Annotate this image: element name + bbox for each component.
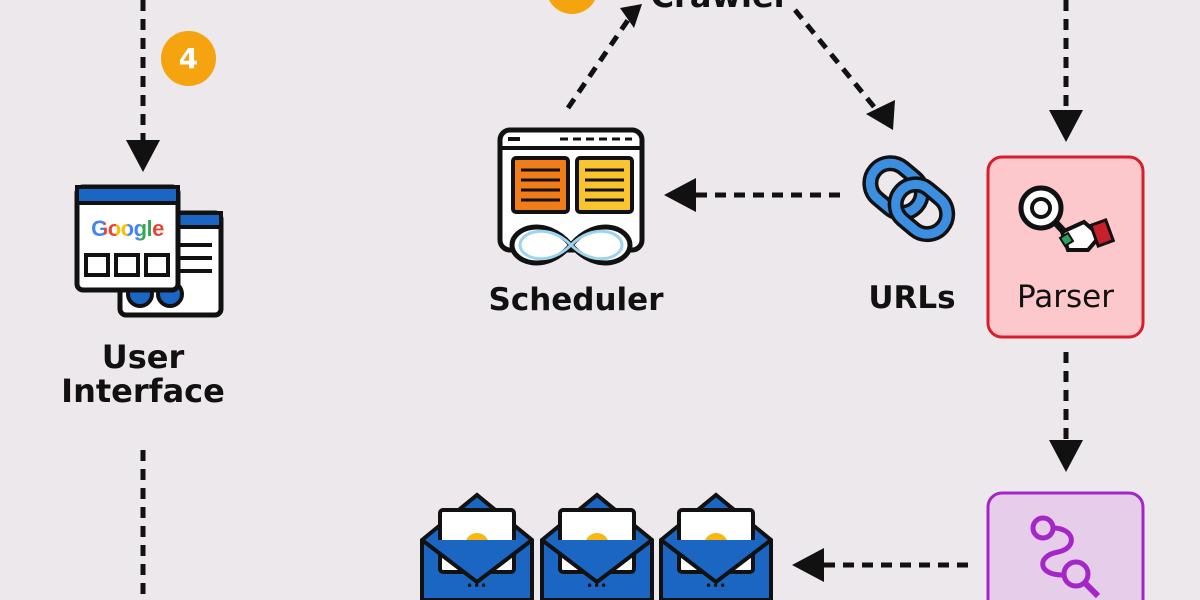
arrowhead-ui <box>126 140 160 172</box>
google-logo: Google <box>80 216 175 242</box>
magnifier-hand-icon <box>1018 185 1116 252</box>
step-badge-4: 4 <box>161 31 216 86</box>
arrowhead-urls <box>866 100 895 130</box>
scheduler-window-icon <box>497 127 645 266</box>
user-interface-label-line1: User <box>101 338 185 376</box>
google-logo-text: Google <box>91 216 164 241</box>
svg-text:•••: ••• <box>466 579 487 593</box>
arrowhead-box <box>1049 440 1083 472</box>
step-badge-partial <box>546 0 598 14</box>
scheduler-label: Scheduler <box>488 282 664 318</box>
envelope-letter-icon: ••• ••• ••• <box>420 492 773 600</box>
arrow-crawler-to-urls <box>793 8 877 110</box>
route-path-icon <box>1030 515 1101 599</box>
arrowhead-scheduler <box>664 178 696 212</box>
browser-windows-icon <box>74 184 224 318</box>
user-interface-label: User Interface <box>40 340 246 408</box>
svg-text:•••: ••• <box>705 579 726 593</box>
arrowhead-crawler <box>620 4 642 28</box>
arrowhead-documents <box>792 548 824 582</box>
chain-link-icon <box>862 155 956 243</box>
arrowhead-parser <box>1049 110 1083 142</box>
urls-label: URLs <box>868 280 956 316</box>
arrow-scheduler-to-crawler <box>565 18 631 110</box>
parser-label: Parser <box>1016 279 1114 315</box>
crawler-label: Crawler <box>640 0 800 14</box>
svg-text:•••: ••• <box>586 579 607 593</box>
user-interface-label-line2: Interface <box>61 372 225 410</box>
